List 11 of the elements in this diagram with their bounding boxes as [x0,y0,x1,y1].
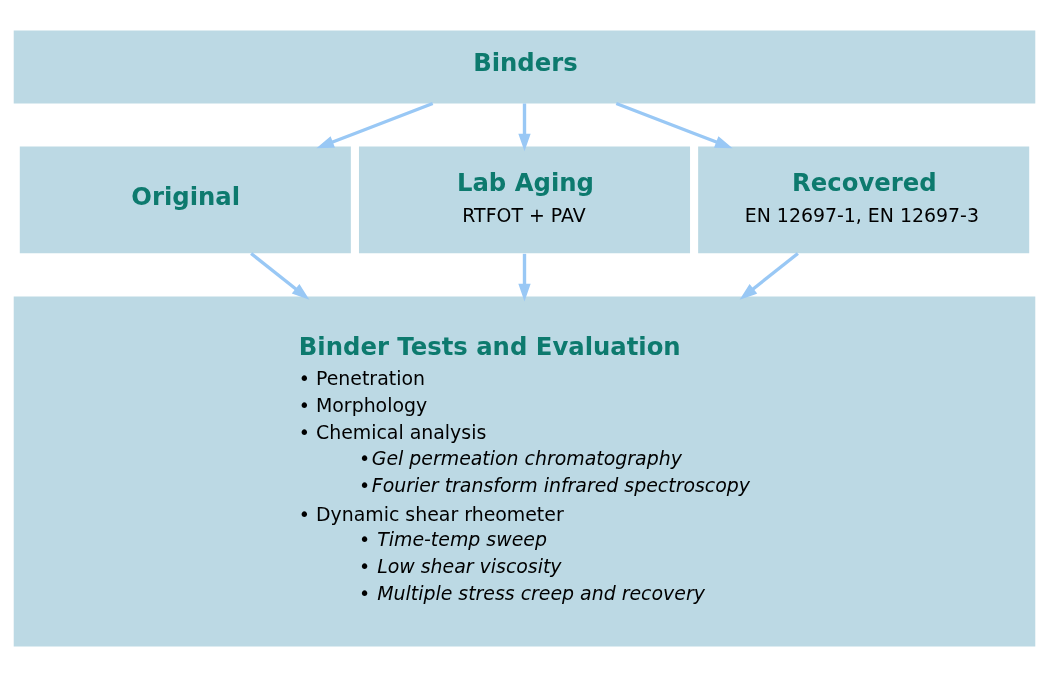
node-box: Lab Aging RTFOT + PAV [358,146,691,254]
arrow [250,252,310,300]
node-box: Binder Tests and Evaluation • Penetration • Morphology • Chemical analysis •Gel permeation chromatography •Fourier transform infrared spectroscopy • Dynamic shear rheometer • Time-temp sweep • Low shear viscosity • Multiple stress creep and recovery [13,296,1036,647]
arrow [316,101,434,149]
arrow [518,103,531,152]
node-box: Recovered EN 12697-1, EN 12697-3 [698,146,1030,254]
node-box: Binders [13,30,1036,104]
node-box: Original [19,146,351,254]
arrow [739,252,799,300]
arrow [615,101,733,149]
arrow [518,253,531,302]
